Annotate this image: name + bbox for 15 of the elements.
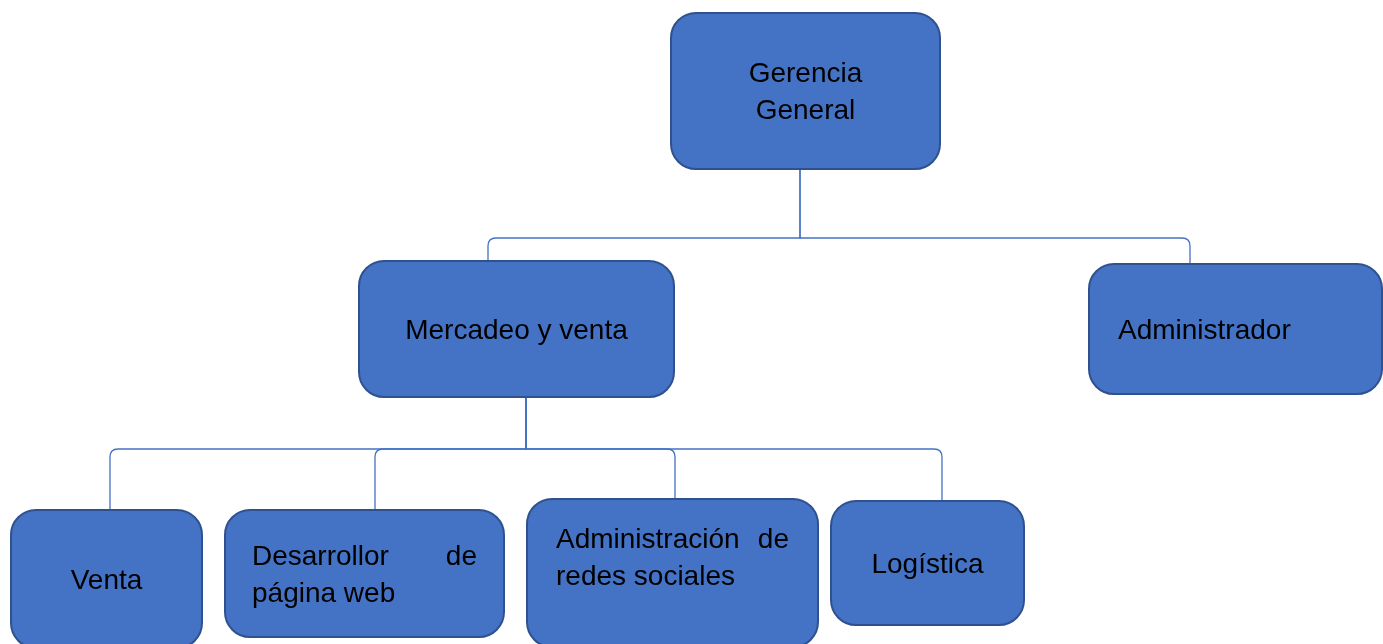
box-label: Desarrollor de página web [252,538,477,610]
org-box [670,12,941,170]
org-box [358,260,675,398]
box-label: Mercadeo y venta [404,312,629,347]
org-box [10,509,203,644]
connector-line [799,169,1191,264]
org-box [224,509,505,638]
org-box [526,498,819,644]
org-box [1088,263,1383,395]
box-label: Administrador [1118,312,1292,347]
org-box [830,500,1025,626]
box-label: Venta [69,562,144,597]
box-label: Gerencia General [747,56,864,127]
box-label: Administración de redes sociales [556,522,789,593]
box-label: Logística [870,546,985,581]
